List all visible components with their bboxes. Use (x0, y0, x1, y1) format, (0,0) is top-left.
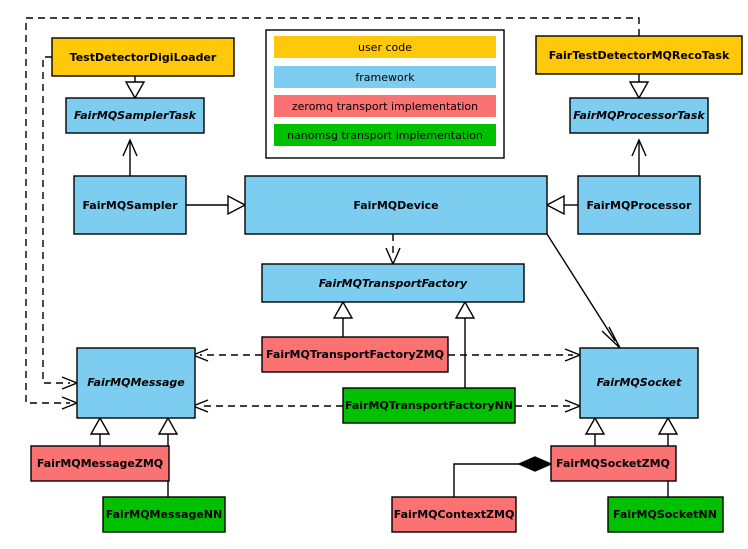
legend-swatch-nanomsg (274, 124, 496, 146)
node-fairmq-socket[interactable]: FairMQSocket (579, 347, 699, 419)
node-fairmq-socket-nn[interactable]: FairMQSocketNN (607, 496, 724, 533)
node-label-fairmq-message-zmq: FairMQMessageZMQ (37, 457, 163, 470)
node-label-fairmq-device: FairMQDevice (353, 199, 438, 212)
legend-label-user-code: user code (358, 41, 412, 54)
edge-socketzmq-socket (584, 416, 606, 446)
color-legend: user code framework zeromq transport imp… (265, 29, 505, 159)
node-label-fairmq-transport-factory: FairMQTransportFactory (319, 277, 468, 290)
node-fairmq-processor-task[interactable]: FairMQProcessorTask (569, 97, 709, 134)
edge-factorynn-message (191, 399, 343, 413)
node-label-fairmq-socket-nn: FairMQSocketNN (613, 508, 717, 521)
legend-item-zeromq: zeromq transport implementation (274, 95, 496, 117)
node-fairmq-transport-factory[interactable]: FairMQTransportFactory (261, 263, 525, 303)
legend-swatch-user-code (274, 36, 496, 58)
legend-swatch-zeromq (274, 95, 496, 117)
node-fairmq-sampler-task[interactable]: FairMQSamplerTask (65, 97, 205, 134)
edge-recotask-processortask (628, 74, 650, 100)
node-label-fairmq-message: FairMQMessage (87, 376, 185, 389)
legend-swatch-framework (274, 66, 496, 88)
node-layer: TestDetectorDigiLoader FairMQSamplerTask… (30, 35, 743, 533)
node-label-fairmq-processor-task: FairMQProcessorTask (573, 109, 705, 122)
node-fairmq-message-zmq[interactable]: FairMQMessageZMQ (30, 445, 170, 482)
node-label-fairmq-socket: FairMQSocket (597, 376, 683, 389)
edge-processor-processortask (631, 138, 647, 176)
edge-factoryzmq-message (191, 348, 262, 362)
node-fairmq-transport-factory-nn[interactable]: FairMQTransportFactoryNN (342, 387, 516, 424)
legend-label-zeromq: zeromq transport implementation (292, 100, 478, 113)
node-label-fairmq-processor: FairMQProcessor (587, 199, 692, 212)
node-fairmq-sampler[interactable]: FairMQSampler (73, 175, 187, 235)
edge-factoryzmq-factory (332, 300, 354, 337)
edge-processor-device (545, 194, 578, 216)
edge-sampler-samplertask (122, 138, 138, 176)
edge-contextzmq-socketzmq (453, 456, 553, 497)
edge-digiloader-samplertask (124, 76, 146, 100)
legend-label-framework: framework (355, 71, 415, 84)
node-fairmq-context-zmq[interactable]: FairMQContextZMQ (391, 496, 517, 533)
node-fairmq-socket-zmq[interactable]: FairMQSocketZMQ (550, 445, 677, 482)
node-fairmq-message[interactable]: FairMQMessage (76, 347, 196, 419)
edge-device-socket (546, 233, 621, 349)
legend-item-framework: framework (274, 66, 496, 88)
node-fairmq-transport-factory-zmq[interactable]: FairMQTransportFactoryZMQ (261, 336, 449, 373)
node-label-fairmq-message-nn: FairMQMessageNN (106, 508, 222, 521)
node-fairtestdetector-mqreco-task[interactable]: FairTestDetectorMQRecoTask (535, 35, 743, 75)
node-label-fairtestdetector-mqreco-task: FairTestDetectorMQRecoTask (549, 49, 730, 62)
legend-label-nanomsg: nanomsg transport implementation (287, 129, 483, 142)
edge-messagezmq-message (89, 416, 111, 446)
node-label-fairmq-socket-zmq: FairMQSocketZMQ (556, 457, 670, 470)
edge-device-transportfactory (385, 234, 401, 266)
node-test-detector-digi-loader[interactable]: TestDetectorDigiLoader (51, 37, 235, 77)
node-label-fairmq-sampler: FairMQSampler (82, 199, 178, 212)
edge-sampler-device (186, 194, 247, 216)
node-label-fairmq-context-zmq: FairMQContextZMQ (394, 508, 515, 521)
edge-factorynn-factory (454, 300, 476, 388)
legend-item-nanomsg: nanomsg transport implementation (274, 124, 496, 146)
node-label-fairmq-sampler-task: FairMQSamplerTask (74, 109, 197, 122)
edge-factorynn-socket (515, 399, 582, 413)
node-label-fairmq-transport-factory-zmq: FairMQTransportFactoryZMQ (266, 348, 444, 361)
node-label-test-detector-digi-loader: TestDetectorDigiLoader (70, 51, 217, 64)
node-fairmq-processor[interactable]: FairMQProcessor (577, 175, 701, 235)
node-fairmq-device[interactable]: FairMQDevice (244, 175, 548, 235)
edge-factoryzmq-socket (448, 348, 582, 362)
legend-item-user-code: user code (274, 36, 496, 58)
node-label-fairmq-transport-factory-nn: FairMQTransportFactoryNN (345, 399, 513, 412)
node-fairmq-message-nn[interactable]: FairMQMessageNN (102, 496, 226, 533)
